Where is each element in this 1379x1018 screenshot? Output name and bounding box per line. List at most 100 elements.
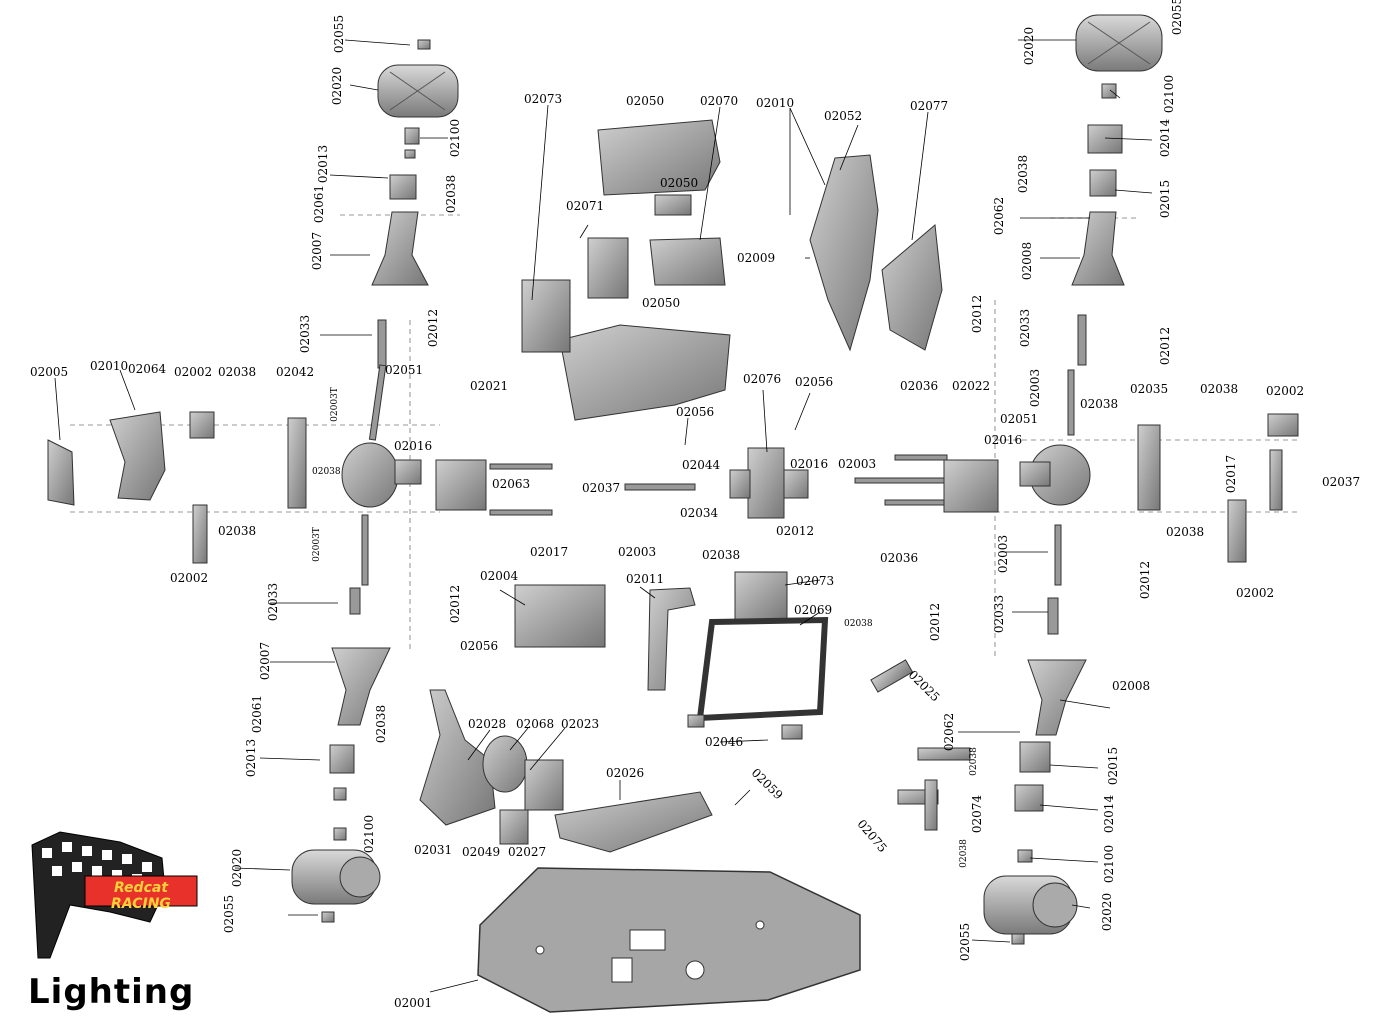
part-label: 02003 bbox=[838, 457, 877, 471]
part-label: 02012 bbox=[448, 584, 463, 624]
part-label: 02003 bbox=[1028, 368, 1043, 408]
part-label: 02046 bbox=[705, 735, 744, 749]
part-label: 02016 bbox=[984, 433, 1023, 447]
part-label: 02061 bbox=[312, 184, 327, 224]
part-label: 02016 bbox=[790, 457, 829, 471]
part-label: 02027 bbox=[508, 845, 547, 859]
part-label: 02076 bbox=[743, 372, 782, 386]
part-label: 02037 bbox=[582, 481, 621, 495]
part-label: 02034 bbox=[680, 506, 719, 520]
part-label: 02007 bbox=[310, 231, 325, 271]
part-label: 02042 bbox=[276, 365, 315, 379]
part-label: 02038 bbox=[374, 704, 389, 744]
part-label: 02012 bbox=[1158, 326, 1173, 366]
part-label: 02010 bbox=[756, 96, 795, 110]
part-label: 02068 bbox=[516, 717, 555, 731]
part-label: 02003T bbox=[329, 387, 340, 422]
part-label: 02064 bbox=[128, 362, 167, 376]
part-label: 02038 bbox=[958, 839, 969, 868]
part-label: 02026 bbox=[606, 766, 645, 780]
part-label: 02055 bbox=[958, 922, 973, 962]
part-label: 02070 bbox=[700, 94, 739, 108]
part-label: 02062 bbox=[992, 196, 1007, 236]
engine-exhaust bbox=[419, 689, 713, 853]
part-label: 02002 bbox=[174, 365, 213, 379]
part-label: 02012 bbox=[426, 308, 441, 348]
part-label: 02055 bbox=[332, 14, 347, 54]
part-label: 02011 bbox=[626, 572, 665, 586]
radio-box bbox=[521, 119, 731, 421]
part-label: 02013 bbox=[244, 738, 259, 778]
part-label: 02044 bbox=[682, 458, 721, 472]
part-label: 02023 bbox=[561, 717, 600, 731]
logo-text: Redcat RACING bbox=[111, 880, 171, 912]
part-label: 02038 bbox=[844, 619, 873, 629]
part-label: 02015 bbox=[1158, 179, 1173, 219]
fuel-and-servo bbox=[514, 571, 829, 740]
part-label: 02077 bbox=[910, 99, 949, 113]
part-label: 02002 bbox=[1266, 384, 1305, 398]
part-label: 02038 bbox=[1200, 382, 1239, 396]
part-label: 02021 bbox=[470, 379, 509, 393]
part-label: 02050 bbox=[626, 94, 665, 108]
part-label: 02050 bbox=[660, 176, 699, 190]
part-label: 02038 bbox=[312, 467, 341, 477]
part-label: 02074 bbox=[970, 794, 985, 834]
part-label: 02036 bbox=[900, 379, 939, 393]
part-label: 02073 bbox=[524, 92, 563, 106]
part-label: 02033 bbox=[266, 582, 281, 622]
part-label: 02017 bbox=[530, 545, 569, 559]
redcat-racing-logo bbox=[31, 831, 198, 959]
part-label: 02015 bbox=[1106, 746, 1121, 786]
part-label: 02051 bbox=[1000, 412, 1039, 426]
part-label: 02033 bbox=[992, 594, 1007, 634]
steering-assembly bbox=[870, 659, 971, 831]
part-label: 02017 bbox=[1224, 454, 1239, 494]
product-name: Lighting bbox=[28, 972, 195, 1012]
part-label: 02016 bbox=[394, 439, 433, 453]
part-label: 02038 bbox=[1080, 397, 1119, 411]
part-label: 02008 bbox=[1112, 679, 1151, 693]
part-label: 02020 bbox=[230, 848, 245, 888]
part-label: 02001 bbox=[394, 996, 433, 1010]
part-label: 02022 bbox=[952, 379, 991, 393]
part-label: 02020 bbox=[1022, 26, 1037, 66]
part-label: 02012 bbox=[776, 524, 815, 538]
drive-shafts bbox=[349, 314, 1087, 635]
part-label: 02052 bbox=[824, 109, 863, 123]
differentials bbox=[341, 413, 1299, 563]
part-label: 02056 bbox=[460, 639, 499, 653]
tire-front-right bbox=[1075, 14, 1163, 72]
part-label: 02038 bbox=[218, 524, 257, 538]
part-label: 02007 bbox=[258, 641, 273, 681]
part-label: 02056 bbox=[795, 375, 834, 389]
part-label: 02003 bbox=[618, 545, 657, 559]
tire-rear-right bbox=[983, 875, 1078, 935]
part-label: 02012 bbox=[1138, 560, 1153, 600]
part-label: 02055 bbox=[1170, 0, 1185, 36]
part-label: 02100 bbox=[1162, 74, 1177, 114]
part-label: 02056 bbox=[676, 405, 715, 419]
part-label: 02013 bbox=[316, 144, 331, 184]
part-label: 02051 bbox=[385, 363, 424, 377]
front-bumper-assembly bbox=[47, 411, 307, 564]
part-label: 02012 bbox=[928, 602, 943, 642]
part-label: 02038 bbox=[444, 174, 459, 214]
part-label: 02100 bbox=[1102, 844, 1117, 884]
part-label: 02055 bbox=[222, 894, 237, 934]
part-label: 02020 bbox=[330, 66, 345, 106]
part-label: 02004 bbox=[480, 569, 519, 583]
part-label: 02038 bbox=[968, 747, 979, 776]
part-label: 02062 bbox=[942, 712, 957, 752]
suspension-arms bbox=[331, 211, 1125, 736]
part-label: 02003T bbox=[311, 527, 322, 562]
part-label: 02033 bbox=[298, 314, 313, 354]
part-label: 02038 bbox=[218, 365, 257, 379]
part-label: 02014 bbox=[1102, 794, 1117, 834]
part-label: 02012 bbox=[970, 294, 985, 334]
hub-parts bbox=[321, 39, 1123, 945]
part-label: 02010 bbox=[90, 359, 129, 373]
part-label: 02028 bbox=[468, 717, 507, 731]
